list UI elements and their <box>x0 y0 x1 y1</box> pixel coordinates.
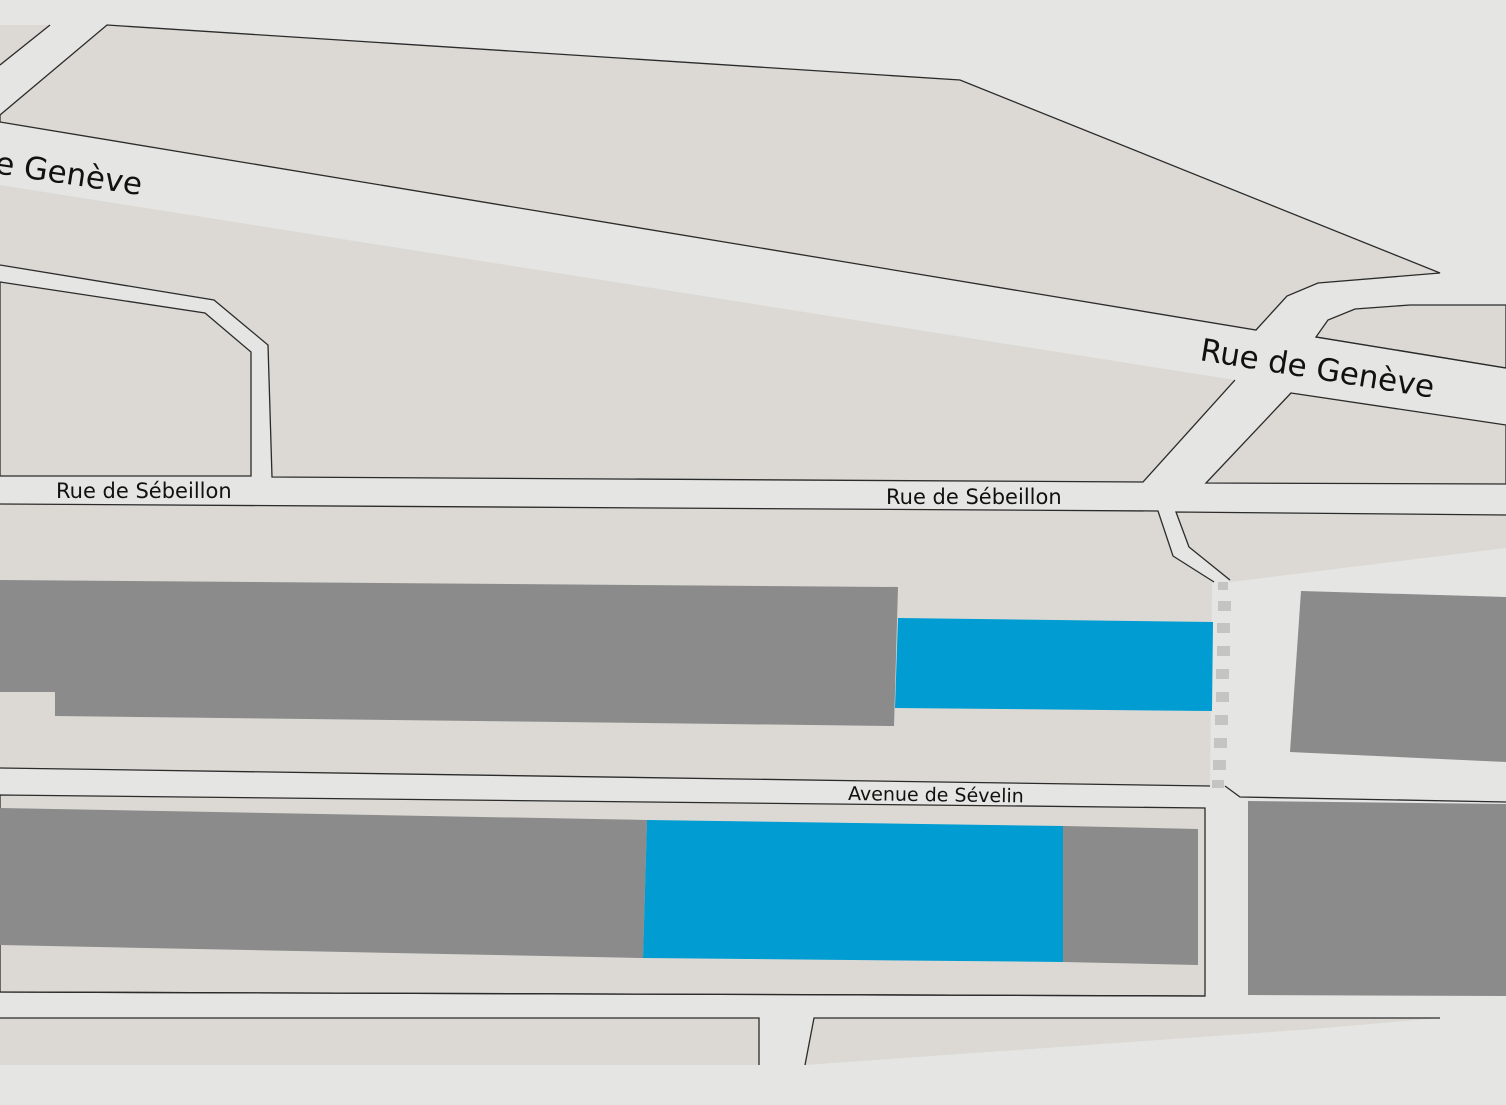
block-north <box>0 24 1441 331</box>
block-east-middle <box>1176 512 1506 582</box>
buildings <box>0 580 1506 996</box>
road-edges <box>0 24 1506 997</box>
building-south-row-right <box>1063 826 1198 965</box>
block-bottom-right <box>805 1018 1440 1065</box>
block-central <box>0 185 1235 482</box>
building-south-row-left <box>0 808 647 958</box>
block-north-east <box>1314 304 1506 369</box>
highlight-building-south <box>643 820 1063 962</box>
block-west <box>0 281 252 477</box>
building-north-row <box>0 580 898 726</box>
label-rue-de-sebeillon-right: Rue de Sébeillon <box>886 485 1062 509</box>
building-east-upper <box>1290 591 1506 762</box>
highlight-building-north <box>895 618 1213 711</box>
label-rue-de-sebeillon-left: Rue de Sébeillon <box>56 479 232 503</box>
block-bottom-left <box>0 1018 759 1065</box>
building-east-lower <box>1248 801 1506 996</box>
label-avenue-de-sevelin: Avenue de Sévelin <box>848 783 1024 807</box>
block-central-east <box>1204 392 1506 485</box>
crosswalk <box>1212 582 1231 788</box>
